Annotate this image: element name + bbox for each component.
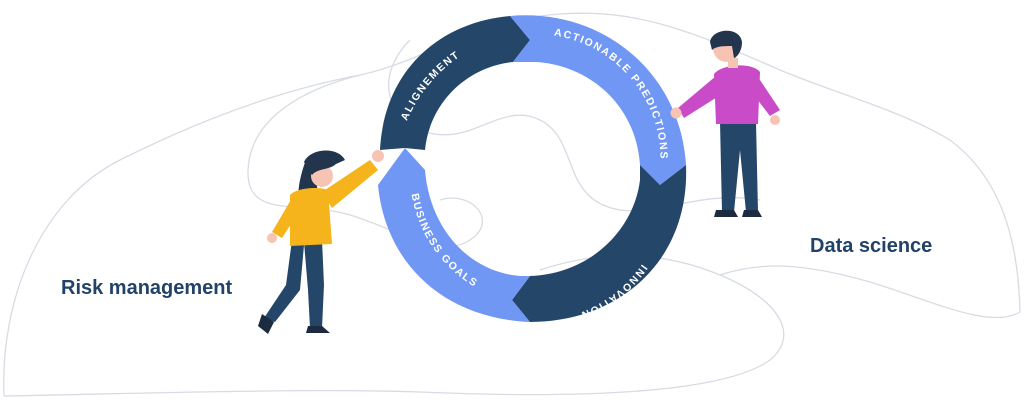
man-figure: [670, 30, 780, 217]
background-outline: [3, 12, 1021, 397]
segment-business-goals: [378, 148, 530, 322]
segment-alignement: [380, 16, 530, 150]
risk-management-label: Risk management: [61, 277, 233, 299]
woman-figure: [258, 150, 384, 334]
data-science-label: Data science: [810, 235, 933, 257]
cycle-ring: ALIGNEMENT ACTIONABLE PREDICTIONS INNOVA…: [378, 15, 687, 322]
segment-actionable-predictions: [510, 15, 686, 185]
segment-innovation: [512, 165, 687, 322]
